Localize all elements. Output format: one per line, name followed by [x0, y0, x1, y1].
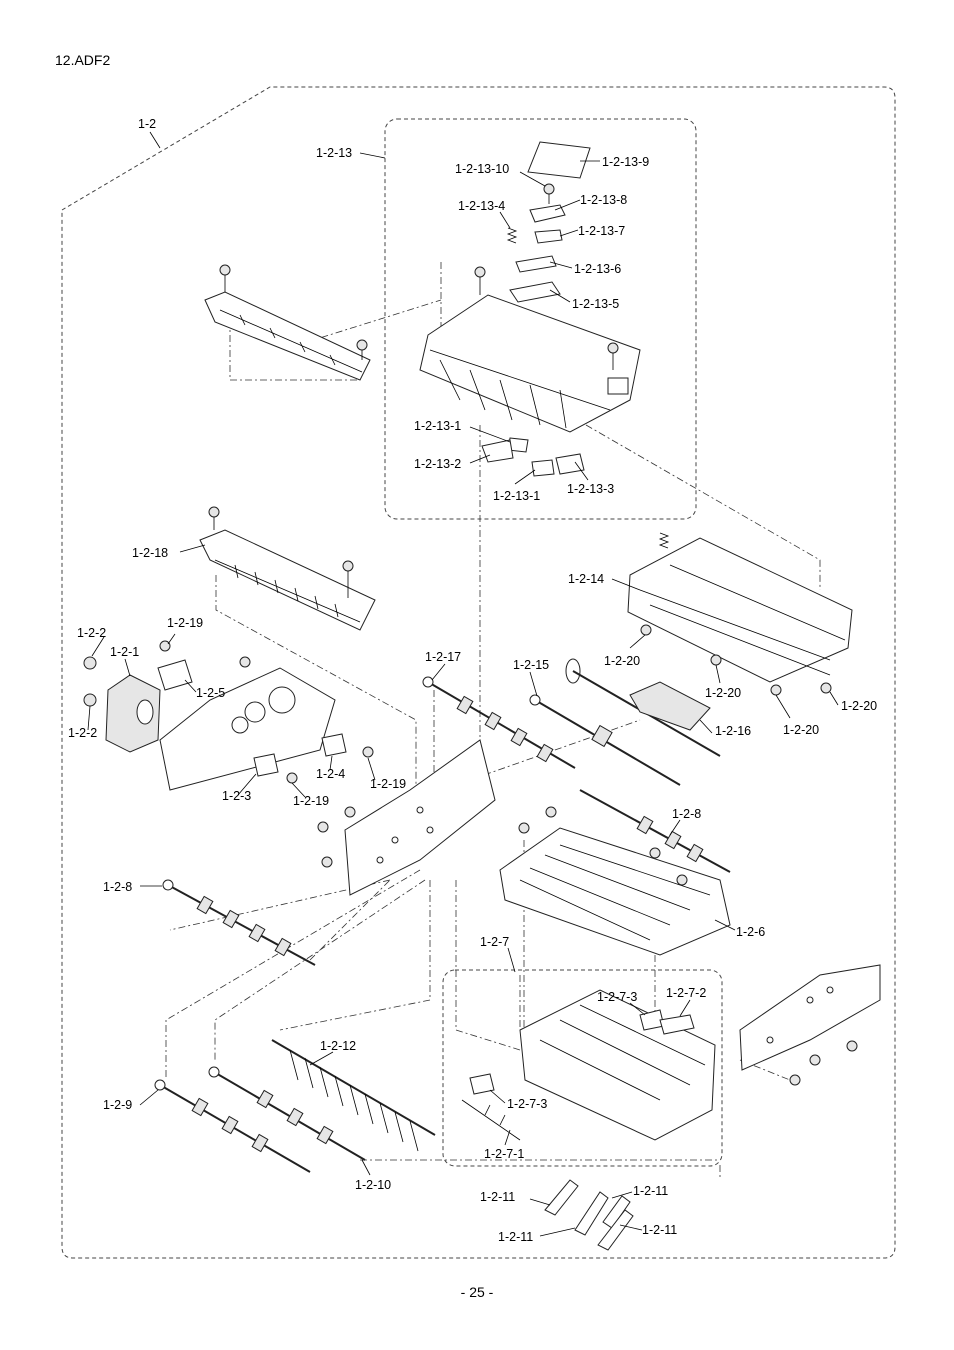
- label-1-2-13-5: 1-2-13-5: [572, 297, 619, 311]
- label-1-2-13-6: 1-2-13-6: [574, 262, 621, 276]
- part-1-2-13-2: [481, 439, 514, 463]
- right-side-frame: [739, 964, 881, 1086]
- label-1-2-20-b: 1-2-20: [705, 686, 741, 700]
- label-1-2-13-4: 1-2-13-4: [458, 199, 505, 213]
- top-left-guide-rail: [204, 264, 371, 381]
- label-1-2-19-c: 1-2-19: [293, 794, 329, 808]
- label-1-2-11-a: 1-2-11: [480, 1190, 515, 1204]
- part-1-2-5: [157, 659, 193, 691]
- screw-icon: [362, 746, 374, 758]
- label-1-2-5: 1-2-5: [196, 686, 225, 700]
- label-1-2-12: 1-2-12: [320, 1039, 356, 1053]
- guide-1-2-6: [499, 806, 731, 956]
- label-1-2-7-3-b: 1-2-7-3: [507, 1097, 547, 1111]
- label-1-2-13-3: 1-2-13-3: [567, 482, 614, 496]
- label-1-2-1: 1-2-1: [110, 645, 139, 659]
- sheet-1-2-13-9: [527, 141, 591, 179]
- label-1-2-8-a: 1-2-8: [672, 807, 701, 821]
- roller-shaft-1-2-10: [208, 1066, 366, 1161]
- drive-gear-frame: [159, 656, 336, 791]
- label-1-2-13-10: 1-2-13-10: [455, 162, 509, 176]
- label-1-2-3: 1-2-3: [222, 789, 251, 803]
- assembly-boundary-1-2: [61, 86, 896, 1259]
- subassembly-box-1-2-13: [384, 118, 697, 520]
- roller-1-2-12: [271, 1039, 436, 1152]
- label-1-2-2-a: 1-2-2: [77, 626, 106, 640]
- part-1-2-13-7: [534, 229, 563, 244]
- label-1-2-13-2: 1-2-13-2: [414, 457, 461, 471]
- label-1-2-7-1: 1-2-7-1: [484, 1147, 524, 1161]
- roller-shaft-1-2-8-left: [162, 879, 316, 966]
- roller-shaft-1-2-17: [422, 676, 576, 769]
- pickup-assembly-1-2-16: [565, 658, 721, 757]
- subassembly-box-1-2-7: [442, 969, 723, 1167]
- label-1-2-7-2: 1-2-7-2: [666, 986, 706, 1000]
- roller-shaft-1-2-8-right: [579, 789, 731, 873]
- label-1-2-9: 1-2-9: [103, 1098, 132, 1112]
- label-1-2-20-a: 1-2-20: [604, 654, 640, 668]
- part-1-2-3: [253, 753, 279, 777]
- part-1-2-13-6: [515, 255, 557, 273]
- label-1-2-20-d: 1-2-20: [841, 699, 877, 713]
- label-1-2-11-b: 1-2-11: [633, 1184, 668, 1198]
- label-1-2-13-1: 1-2-13-1: [414, 419, 461, 433]
- leader-lines: [87, 131, 839, 1237]
- label-1-2-4: 1-2-4: [316, 767, 345, 781]
- part-1-2-13-1-b: [531, 459, 555, 477]
- section-title: 12.ADF2: [55, 52, 111, 68]
- label-1-2-2-b: 1-2-2: [68, 726, 97, 740]
- frame-1-2-18: [199, 506, 376, 631]
- base-frame-1-2-7: [519, 989, 716, 1141]
- roller-shaft-1-2-15: [529, 694, 681, 786]
- spring-1-2-13-4: [506, 227, 518, 244]
- label-1-2-13-8: 1-2-13-8: [580, 193, 627, 207]
- motor-1-2-1: [83, 656, 161, 753]
- roller-shaft-1-2-9: [154, 1079, 311, 1173]
- label-1-2-7: 1-2-7: [480, 935, 509, 949]
- label-1-2-10: 1-2-10: [355, 1178, 391, 1192]
- label-1-2-14: 1-2-14: [568, 572, 604, 586]
- part-1-2-4: [321, 733, 347, 757]
- label-1-2-8-b: 1-2-8: [103, 880, 132, 894]
- label-1-2-7-3-a: 1-2-7-3: [597, 990, 637, 1004]
- label-1-2-17: 1-2-17: [425, 650, 461, 664]
- label-1-2-13-7: 1-2-13-7: [578, 224, 625, 238]
- screw-icon: [286, 772, 298, 784]
- label-1-2-19-b: 1-2-19: [370, 777, 406, 791]
- part-1-2-13-5: [509, 281, 561, 303]
- label-1-2-15: 1-2-15: [513, 658, 549, 672]
- label-1-2-11-c: 1-2-11: [498, 1230, 533, 1244]
- label-1-2-6: 1-2-6: [736, 925, 765, 939]
- label-1-2-13-1-b: 1-2-13-1: [493, 489, 540, 503]
- page-number: - 25 -: [460, 1284, 494, 1300]
- label-1-2: 1-2: [138, 117, 156, 131]
- tray-1-2-14: [627, 532, 853, 696]
- part-1-2-13-3: [555, 453, 585, 475]
- label-1-2-19-a: 1-2-19: [167, 616, 203, 630]
- label-1-2-13: 1-2-13: [316, 146, 352, 160]
- screw-icon: [159, 640, 171, 652]
- label-1-2-13-9: 1-2-13-9: [602, 155, 649, 169]
- label-1-2-16: 1-2-16: [715, 724, 751, 738]
- side-plate: [317, 739, 496, 896]
- label-1-2-18: 1-2-18: [132, 546, 168, 560]
- label-1-2-11-d: 1-2-11: [642, 1223, 677, 1237]
- part-labels: 1-2 1-2-13 1-2-13-9 1-2-13-10 1-2-13-8 1…: [68, 117, 877, 1244]
- screw-icon: [543, 183, 555, 204]
- label-1-2-20-c: 1-2-20: [783, 723, 819, 737]
- bracket-1-2-13-8: [529, 204, 566, 223]
- parts-1-2-11: [544, 1179, 634, 1251]
- upper-guide-assembly: [419, 266, 641, 433]
- part-1-2-7-3: [469, 1073, 495, 1095]
- part-1-2-7-1: [461, 1099, 521, 1141]
